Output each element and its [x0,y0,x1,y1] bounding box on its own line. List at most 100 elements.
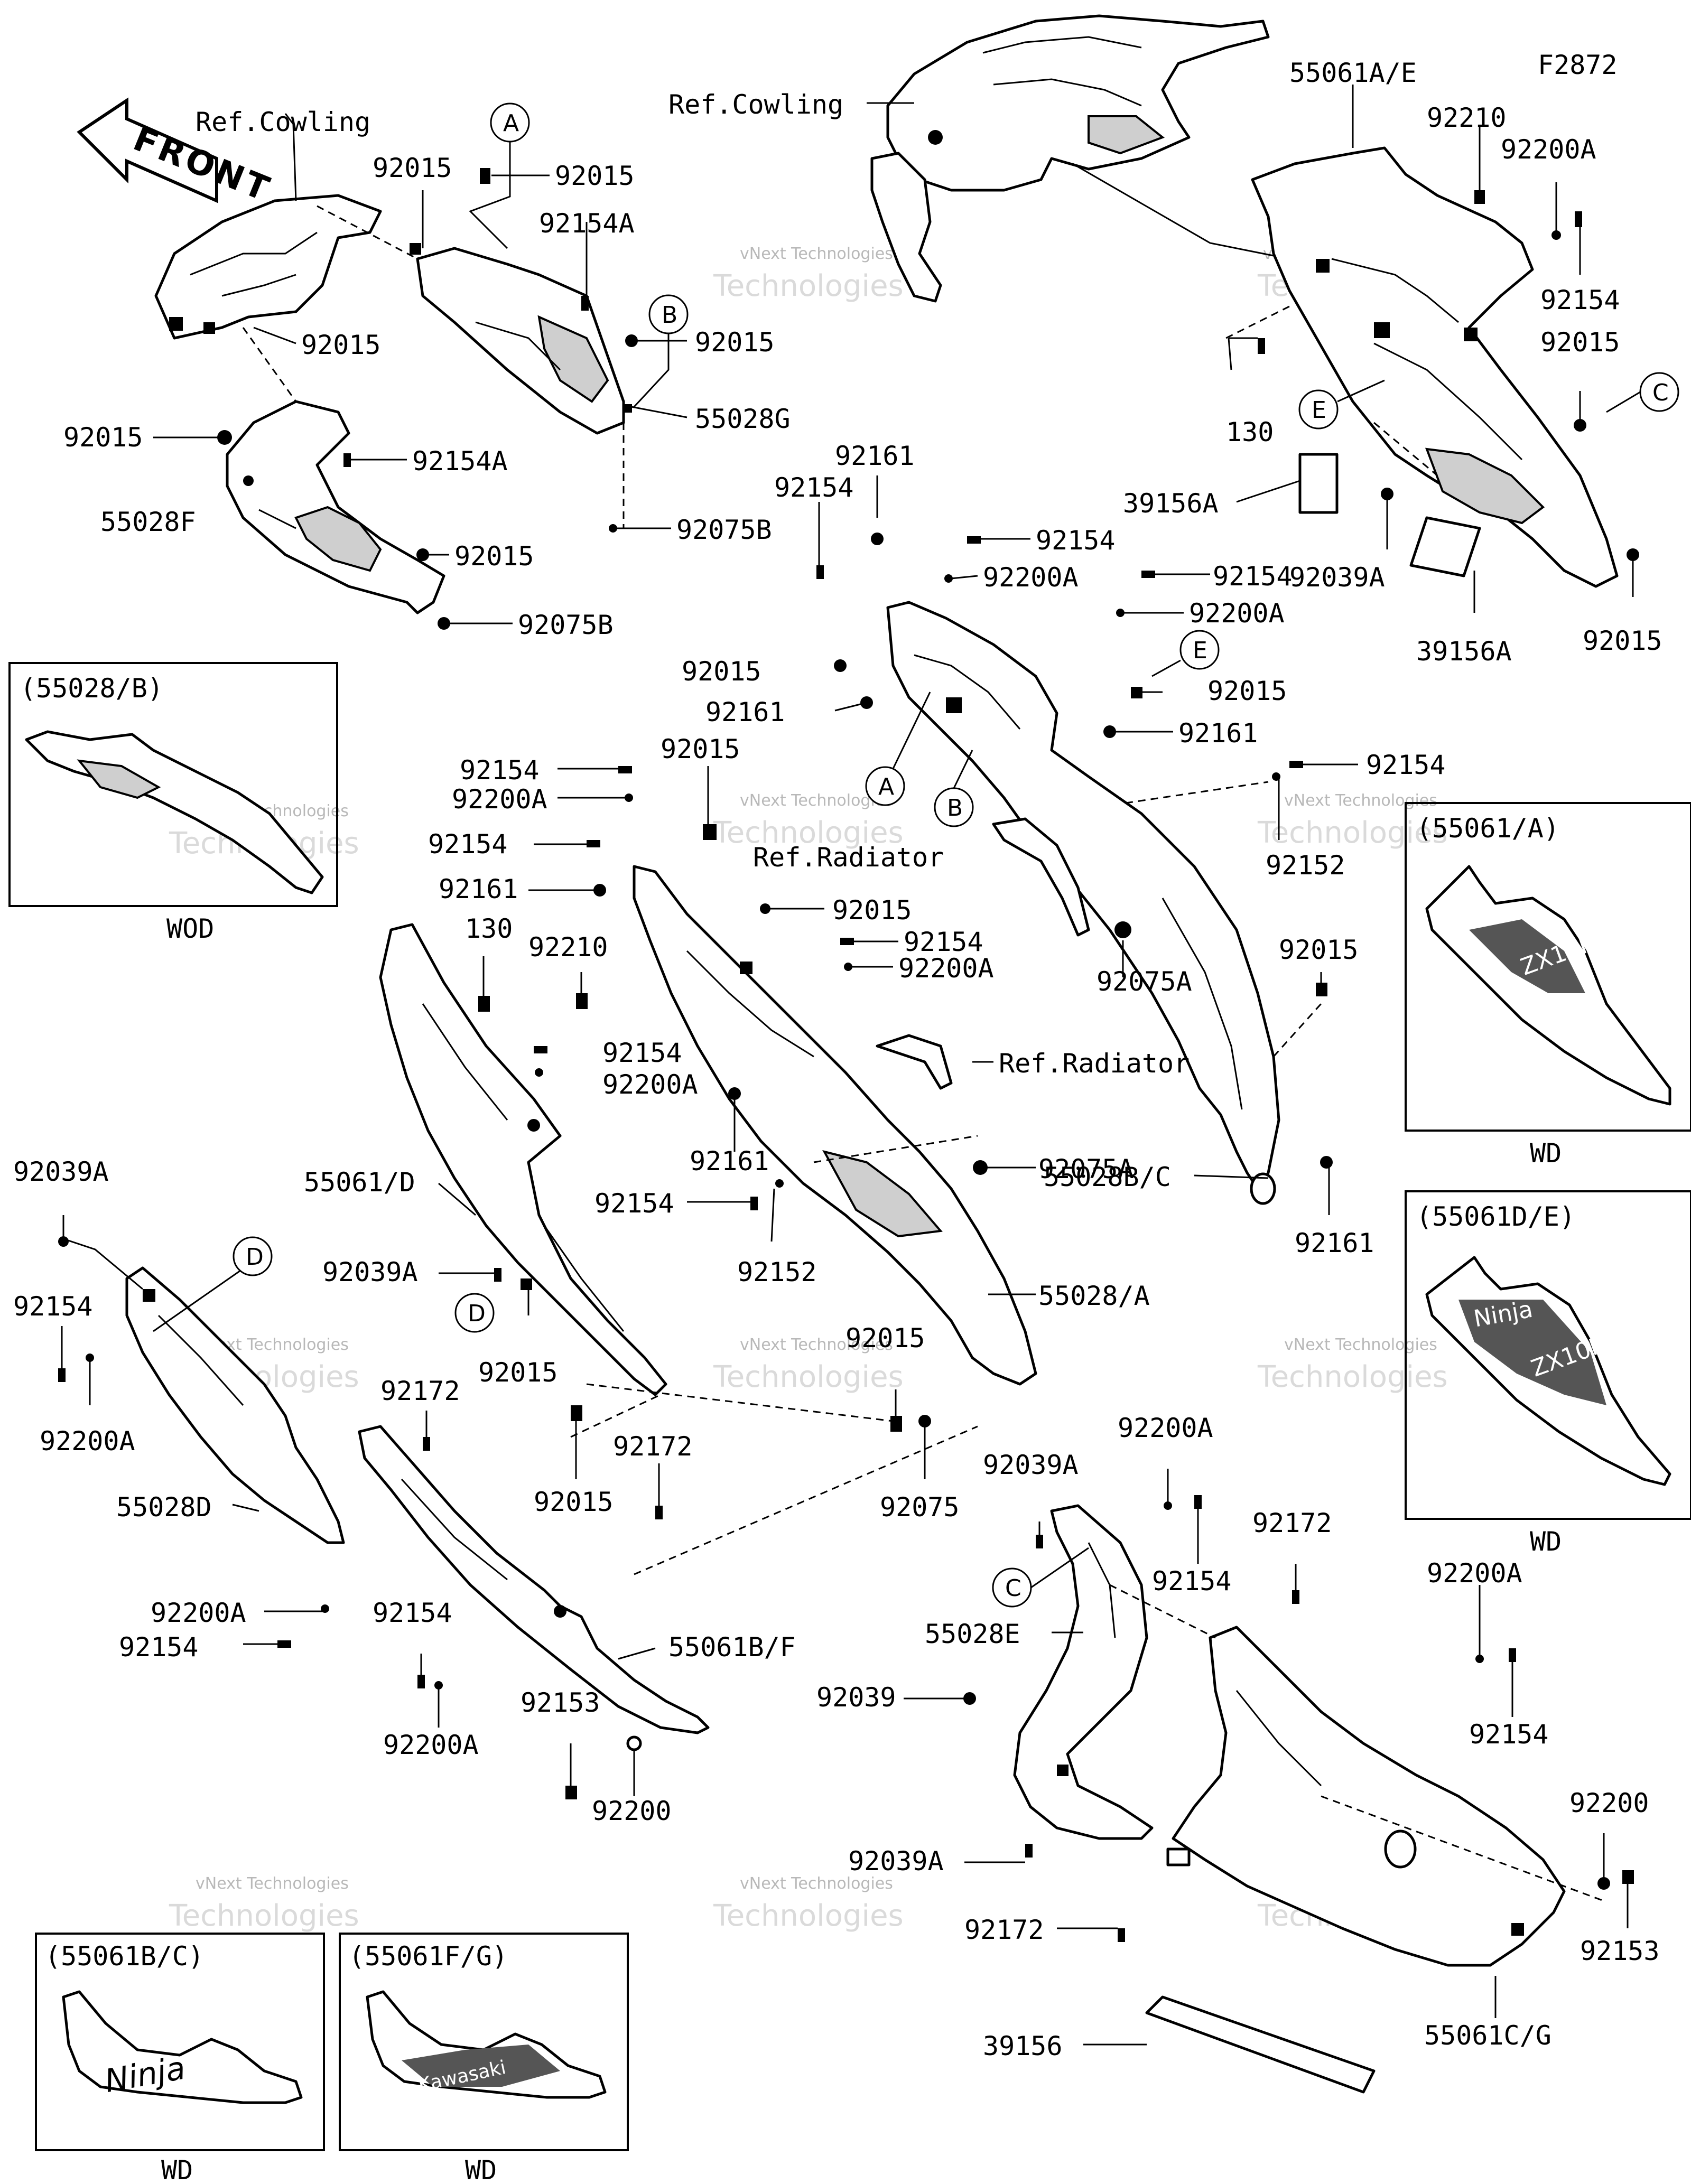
label-part-number: 92154 [774,472,854,503]
label-part-number: 92200A [983,562,1079,593]
label-part-number: 92152 [737,1257,817,1287]
label-part-number: 92210 [528,932,608,963]
label-part-number: 92172 [964,1915,1044,1945]
sticker-39156A [1298,453,1481,577]
label-part-number: 92015 [661,734,740,764]
part-55061BF [358,1425,710,1734]
part-55061CG [1166,1626,1566,1967]
watermark: vNext Technologies [740,1336,893,1354]
label-part-number: 92154 [1213,561,1293,592]
inset-55061BC: (55061B/C) Ninja WD [35,1933,325,2184]
watermark: Technologies [1257,816,1448,850]
callout-D: D [246,1244,264,1271]
callout-B: B [662,302,677,329]
label-part-number: 92161 [1178,718,1258,749]
watermark: vNext Technologies [740,1874,893,1893]
label-part-number: 92075B [676,515,772,545]
part-55028G [416,247,625,435]
inset-caption: WD [465,2155,497,2184]
label-part-number: 92200A [452,784,547,815]
callout-C: C [1005,1575,1021,1602]
label-part-number: 92154 [594,1188,674,1219]
label-part-number: Ref.Radiator [999,1048,1190,1079]
label-part-number: 92200A [40,1426,135,1457]
label-part-number: 92015 [534,1487,614,1517]
sticker-39156 [1145,1995,1376,2094]
label-part-number: 92039A [848,1846,944,1877]
label-ref-cowling: Ref.Cowling [668,89,843,120]
label-ref-cowling: Ref.Cowling [196,107,370,137]
label-part-number: 92200A [383,1730,479,1760]
label-part-number: 92015 [846,1323,925,1354]
label-part-number: 92039A [13,1156,109,1187]
upper-cowling [870,14,1316,303]
label-part-number: 92200A [602,1069,698,1100]
callout-E: E [1193,637,1207,664]
label-part-number: 92015 [373,153,452,183]
label-part-number: 92075A [1097,966,1192,997]
label-part-number: 39156A [1123,488,1219,519]
watermark: vNext Technologies [196,1874,349,1893]
label-part-number: 92161 [1295,1228,1374,1258]
label-part-number: 92154 [1036,525,1116,556]
label-part-number: 130 [1226,417,1274,447]
label-part-number: Ref.Radiator [753,842,944,873]
callouts: A B C E E A B D D C [153,102,1679,1608]
inset-55061FG: (55061F/G) Kawasaki WD [339,1933,629,2184]
label-part-number: 92161 [690,1146,769,1177]
label-part-number: 55061B/F [668,1632,796,1663]
label-part-number: 92210 [1427,102,1507,133]
label-part-number: 92015 [1540,327,1620,358]
label-part-number: 55028F [100,507,196,537]
leader-lines [61,85,1634,2046]
label-part-number: 92172 [1252,1508,1332,1538]
part-55028BC [886,601,1280,1205]
inset-caption: WOD [166,913,214,944]
watermark: Technologies [713,816,904,850]
label-part-number: 92154 [119,1632,199,1663]
inset-title: (55061D/E) [1416,1201,1575,1232]
inset-title: (55028/B) [20,673,163,704]
label-part-number: 92039A [1289,562,1385,593]
label-part-number: 92161 [835,441,915,471]
inset-caption: WD [1530,1526,1562,1557]
label-part-number: 92015 [682,656,761,687]
label-part-number: 92015 [695,327,775,358]
part-55028A [633,865,1037,1386]
label-part-number: 92154 [1469,1719,1549,1750]
label-part-number: 92200A [1189,598,1285,629]
label-part-number: 92200 [1569,1788,1649,1818]
part-55028F [226,400,445,614]
label-part-number: 92200A [898,953,994,984]
label-part-number: 92200A [1427,1558,1522,1589]
label-part-number: 55028G [695,404,791,434]
inset-caption: WD [1530,1138,1562,1169]
label-part-number: 92152 [1266,850,1345,881]
label-part-number: 92154 [428,829,508,860]
part-55061D [379,923,667,1396]
label-part-number: 92015 [301,330,381,360]
label-part-number: 92015 [454,541,534,572]
label-part-number: 92154 [602,1038,682,1068]
part-55028E [1013,1504,1154,1840]
label-part-number: 92075A [1038,1154,1134,1184]
label-part-number: 92200A [1501,134,1596,165]
inset-55061A: (55061/A) ZX10R WD [1405,802,1691,1169]
label-part-number: 92200A [1118,1413,1213,1443]
callout-C: C [1652,379,1669,406]
watermark: Technologies [169,1899,359,1933]
label-part-number: 92015 [832,895,912,926]
inset-caption: WD [161,2155,193,2184]
callout-E: E [1312,397,1326,424]
label-part-number: 39156 [983,2031,1063,2061]
label-part-number: 92200A [151,1598,246,1628]
inset-55028B: (55028/B) WOD [8,662,338,944]
label-part-number: 55028E [925,1619,1020,1649]
label-part-number: 92015 [1279,935,1359,965]
label-part-number: 55061A/E [1289,58,1417,88]
cowling-stay-bracket [154,194,382,340]
inset-55061DE: (55061D/E) Ninja ZX10R WD [1405,1190,1691,1557]
watermark: Technologies [713,1360,904,1394]
label-part-number: 92153 [1580,1936,1660,1966]
